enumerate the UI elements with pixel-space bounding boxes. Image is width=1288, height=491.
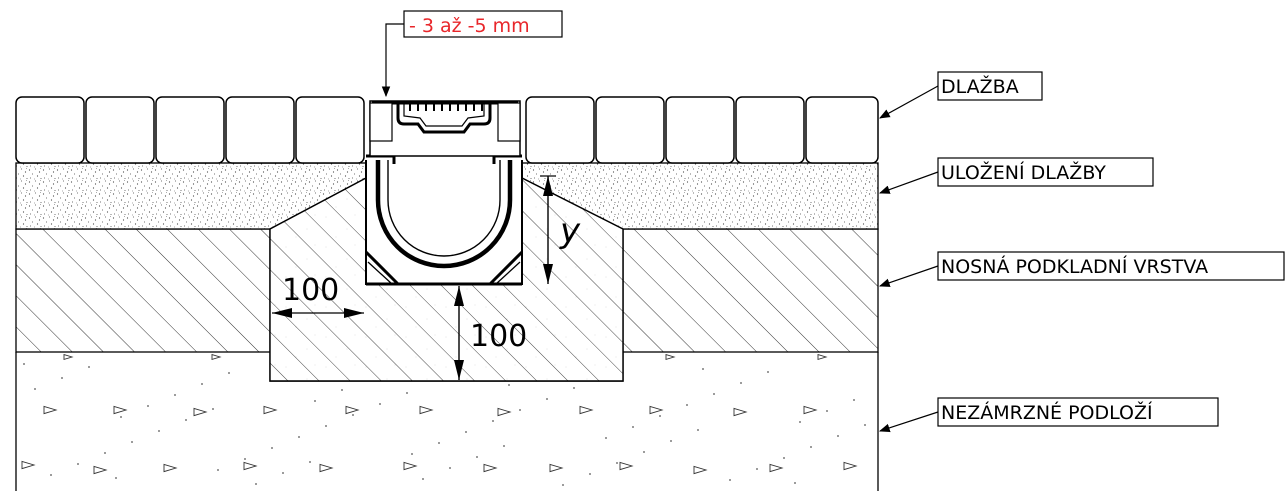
gravel-grain bbox=[163, 463, 178, 473]
gravel-grain bbox=[419, 405, 434, 415]
dimension-y: y bbox=[540, 175, 581, 284]
gravel-grain bbox=[193, 407, 208, 417]
paving-stone bbox=[295, 96, 365, 164]
gravel-grain bbox=[693, 465, 708, 475]
paving-stone bbox=[805, 96, 879, 164]
drainage-channel bbox=[364, 154, 524, 286]
gravel-grain bbox=[93, 465, 108, 475]
gravel-grain bbox=[243, 461, 258, 471]
gravel-grain bbox=[649, 405, 664, 415]
svg-text:DLAŽBA: DLAŽBA bbox=[941, 75, 1019, 98]
label-ulozeni-dlazby: ULOŽENÍ DLAŽBY bbox=[878, 157, 1154, 194]
paving-stones bbox=[15, 96, 879, 164]
dimension-y-symbol: y bbox=[559, 211, 581, 251]
gravel-grain bbox=[769, 463, 784, 473]
side-width-value: 100 bbox=[282, 273, 339, 308]
paving-stone bbox=[225, 96, 295, 164]
gravel-grain bbox=[483, 463, 498, 473]
label-nosna-podkladni-vrstva: NOSNÁ PODKLADNÍ VRSTVA bbox=[878, 251, 1285, 287]
gravel-grain bbox=[263, 405, 278, 415]
label-dlazba: DLAŽBA bbox=[879, 71, 1043, 119]
paving-stone bbox=[525, 96, 595, 164]
paving-stone bbox=[15, 96, 85, 164]
gravel-grain bbox=[43, 405, 58, 415]
paving-stone bbox=[735, 96, 805, 164]
gravel-grain bbox=[211, 353, 222, 361]
dimension-bottom-depth: 100 bbox=[454, 286, 527, 380]
label-nezamrzne-podlozi: NEZÁMRZNÉ PODLOŽÍ bbox=[878, 397, 1219, 433]
gravel-grain bbox=[345, 405, 360, 415]
paving-stone bbox=[595, 96, 665, 164]
dimension-side-width: 100 bbox=[272, 273, 364, 318]
gravel-grain bbox=[497, 407, 512, 417]
gravel-grain bbox=[403, 461, 418, 471]
gravel-grain bbox=[21, 460, 36, 470]
gravel-grain bbox=[665, 353, 676, 361]
svg-text:ULOŽENÍ DLAŽBY: ULOŽENÍ DLAŽBY bbox=[941, 161, 1106, 184]
gravel-grain bbox=[63, 353, 74, 361]
gravel-grain bbox=[113, 405, 128, 415]
gravel-grain bbox=[579, 405, 594, 415]
gravel-grain bbox=[549, 463, 564, 473]
offset-note-text: - 3 až -5 mm bbox=[409, 15, 530, 37]
paving-stone bbox=[85, 96, 155, 164]
svg-text:NEZÁMRZNÉ PODLOŽÍ: NEZÁMRZNÉ PODLOŽÍ bbox=[941, 401, 1153, 424]
gravel-grain bbox=[817, 353, 828, 361]
grating-cover bbox=[369, 100, 521, 157]
paving-stone bbox=[155, 96, 225, 164]
offset-note-callout: - 3 až -5 mm bbox=[381, 10, 563, 98]
svg-text:NOSNÁ PODKLADNÍ VRSTVA: NOSNÁ PODKLADNÍ VRSTVA bbox=[941, 255, 1208, 278]
gravel-grain bbox=[843, 461, 858, 471]
gravel-grain bbox=[619, 461, 634, 471]
gravel-grain bbox=[319, 463, 334, 473]
gravel-grain bbox=[733, 407, 748, 417]
bottom-depth-value: 100 bbox=[470, 319, 527, 354]
gravel-grain bbox=[803, 405, 818, 415]
paving-stone bbox=[665, 96, 735, 164]
